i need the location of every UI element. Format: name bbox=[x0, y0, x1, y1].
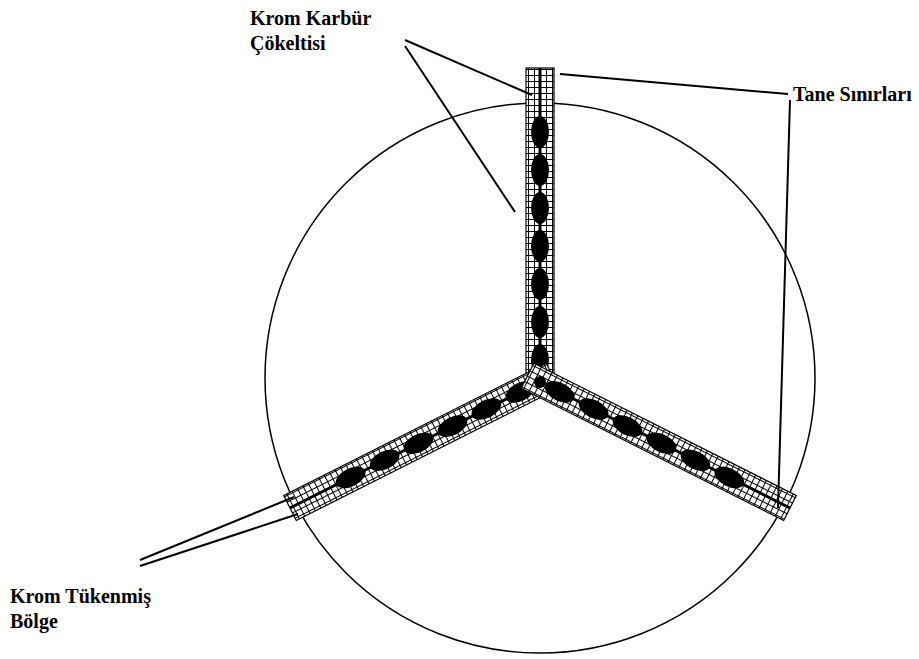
triple-junction bbox=[534, 376, 546, 388]
label-text: Krom Karbür Çökeltisi bbox=[250, 6, 400, 56]
carbide-precipitate bbox=[677, 445, 714, 475]
leader-line bbox=[405, 40, 532, 95]
carbide-precipitate bbox=[400, 428, 437, 458]
carbide-precipitate bbox=[711, 462, 748, 492]
carbide-precipitate bbox=[366, 445, 403, 475]
carbide-precipitate bbox=[531, 268, 549, 300]
carbide-precipitate bbox=[531, 306, 549, 338]
depleted-band bbox=[526, 68, 554, 396]
carbide-precipitate bbox=[541, 377, 578, 407]
carbide-precipitate bbox=[531, 154, 549, 186]
grain-boundaries bbox=[284, 68, 797, 521]
grain-circle bbox=[265, 103, 815, 653]
carbide-precipitate bbox=[434, 411, 471, 441]
carbide-precipitate bbox=[332, 462, 369, 492]
leader-line bbox=[405, 46, 515, 212]
carbide-precipitate bbox=[468, 394, 505, 424]
label-text: Krom Tükenmiş Bölge bbox=[10, 584, 180, 634]
leader-line bbox=[140, 514, 298, 566]
grain-boundary-line bbox=[290, 382, 540, 508]
leader-line bbox=[140, 497, 294, 560]
leader-line bbox=[778, 100, 790, 508]
carbide-precipitate bbox=[643, 428, 680, 458]
hatched-zone bbox=[521, 363, 796, 520]
leader-lines bbox=[140, 40, 790, 566]
carbide-precipitate bbox=[531, 192, 549, 224]
carbide-precipitate bbox=[531, 116, 549, 148]
leader-line bbox=[560, 74, 788, 94]
carbide-precipitate bbox=[609, 411, 646, 441]
hatched-zone bbox=[526, 68, 554, 396]
carbide-precipitate bbox=[575, 394, 612, 424]
grain-boundary-line bbox=[540, 382, 790, 508]
hatched-zone bbox=[284, 363, 559, 520]
label-text: Tane Sınırları bbox=[793, 82, 913, 107]
depleted-band bbox=[521, 363, 796, 520]
carbide-precipitate bbox=[531, 230, 549, 262]
depleted-band bbox=[284, 363, 559, 520]
